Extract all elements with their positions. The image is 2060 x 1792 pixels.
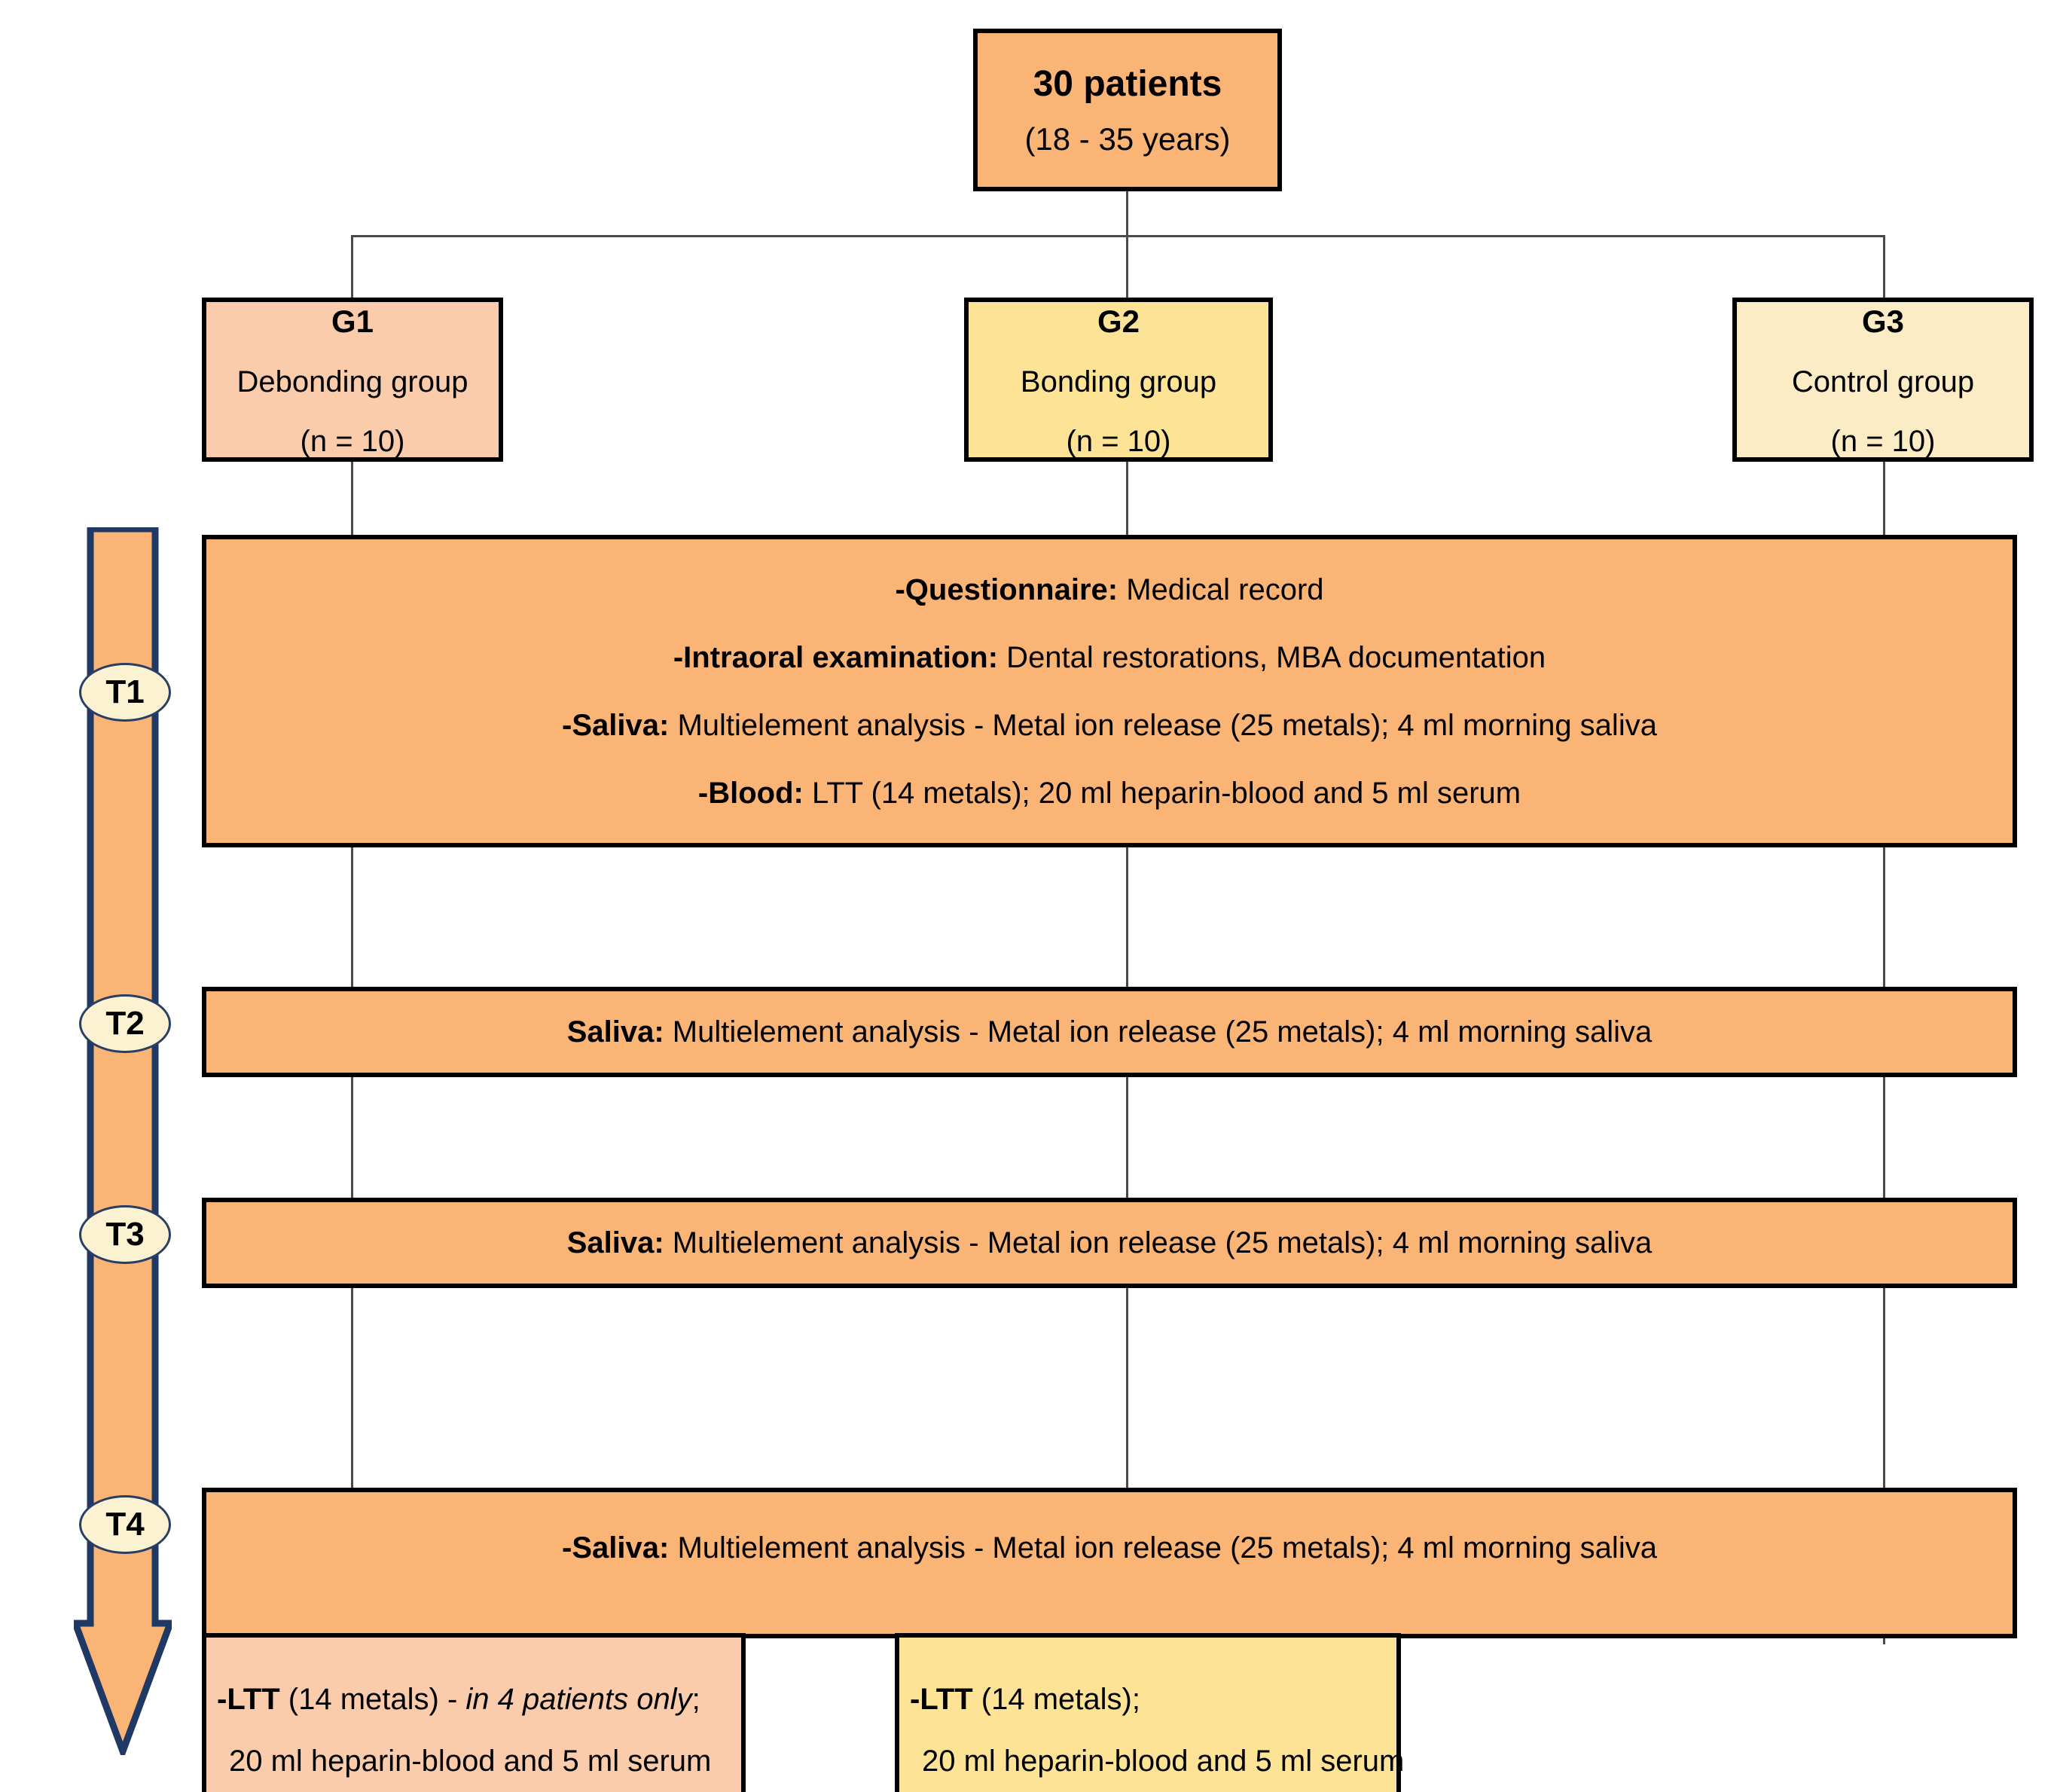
t1-intraoral-label: -Intraoral examination: bbox=[673, 640, 999, 674]
connector-to-g2 bbox=[1126, 235, 1128, 299]
timepoint-marker-t1: T1 bbox=[79, 663, 171, 722]
t3-saliva-text: Multielement analysis - Metal ion releas… bbox=[664, 1226, 1653, 1259]
t1-questionnaire-label: -Questionnaire: bbox=[895, 572, 1119, 606]
group-g3-label: G3 bbox=[1861, 304, 1905, 340]
t4-saliva-text: Multielement analysis - Metal ion releas… bbox=[669, 1531, 1657, 1565]
ltt-g2-metals: (14 metals); bbox=[972, 1683, 1140, 1716]
t1-intraoral-text: Dental restorations, MBA documentation bbox=[998, 640, 1546, 674]
connector-to-g1 bbox=[351, 235, 353, 299]
t1-blood-text: LTT (14 metals); 20 ml heparin-blood and… bbox=[803, 776, 1521, 810]
t3-saliva-label: Saliva: bbox=[566, 1226, 664, 1259]
ltt-g1-metals: (14 metals) - bbox=[279, 1683, 466, 1716]
t1-blood-label: -Blood: bbox=[697, 776, 804, 810]
ltt-g1-tail: ; bbox=[691, 1683, 700, 1716]
group-g1-n: (n = 10) bbox=[300, 424, 405, 458]
t2-saliva-text: Multielement analysis - Metal ion releas… bbox=[664, 1015, 1653, 1049]
timepoint-bar-t2: Saliva: Multielement analysis - Metal io… bbox=[202, 987, 2017, 1077]
t2-saliva-label: Saliva: bbox=[566, 1015, 664, 1049]
group-box-g1: G1 Debonding group (n = 10) bbox=[202, 298, 503, 462]
group-g1-name: Debonding group bbox=[237, 365, 468, 398]
group-g3-name: Control group bbox=[1791, 365, 1975, 398]
t1-saliva-label: -Saliva: bbox=[562, 708, 670, 742]
timepoint-bar-t3: Saliva: Multielement analysis - Metal io… bbox=[202, 1198, 2017, 1288]
patients-count: 30 patients bbox=[1033, 63, 1222, 104]
t1-line-intraoral: -Intraoral examination: Dental restorati… bbox=[673, 638, 1546, 677]
group-box-g3: G3 Control group (n = 10) bbox=[1732, 298, 2034, 462]
patients-box: 30 patients (18 - 35 years) bbox=[973, 29, 1282, 191]
ltt-box-g2: -LTT (14 metals); 20 ml heparin-blood an… bbox=[895, 1633, 1405, 1792]
timepoint-bar-t1: -Questionnaire: Medical record -Intraora… bbox=[202, 535, 2017, 847]
t1-line-blood: -Blood: LTT (14 metals); 20 ml heparin-b… bbox=[698, 774, 1521, 813]
t4-line-saliva: -Saliva: Multielement analysis - Metal i… bbox=[562, 1528, 1657, 1568]
connector-root-down bbox=[1126, 191, 1128, 237]
ltt-g1-label: -LTT bbox=[217, 1683, 280, 1716]
connector-horizontal-split bbox=[351, 235, 1885, 237]
ltt-g2-line2: 20 ml heparin-blood and 5 ml serum bbox=[922, 1745, 1405, 1778]
timepoint-marker-t2: T2 bbox=[79, 994, 171, 1053]
t4-saliva-label: -Saliva: bbox=[562, 1531, 670, 1565]
t2-line-saliva: Saliva: Multielement analysis - Metal io… bbox=[567, 1012, 1653, 1052]
group-g3-n: (n = 10) bbox=[1830, 424, 1936, 458]
t1-saliva-text: Multielement analysis - Metal ion releas… bbox=[669, 708, 1657, 742]
ltt-g1-line2: 20 ml heparin-blood and 5 ml serum bbox=[229, 1745, 712, 1778]
timepoint-marker-t3: T3 bbox=[79, 1205, 171, 1264]
ltt-box-g1: -LTT (14 metals) - in 4 patients only; 2… bbox=[202, 1633, 746, 1792]
ltt-g1-line1: -LTT (14 metals) - in 4 patients only; bbox=[217, 1680, 700, 1719]
timepoint-marker-t4: T4 bbox=[79, 1495, 171, 1554]
ltt-g2-label: -LTT bbox=[910, 1683, 973, 1716]
ltt-g1-note: in 4 patients only bbox=[465, 1683, 692, 1716]
ltt-g2-line1: -LTT (14 metals); bbox=[910, 1680, 1140, 1719]
group-box-g2: G2 Bonding group (n = 10) bbox=[964, 298, 1273, 462]
t1-questionnaire-text: Medical record bbox=[1118, 572, 1324, 606]
t1-line-questionnaire: -Questionnaire: Medical record bbox=[895, 570, 1323, 609]
patients-age-range: (18 - 35 years) bbox=[1024, 121, 1231, 157]
group-g2-label: G2 bbox=[1097, 304, 1140, 340]
group-g2-name: Bonding group bbox=[1020, 365, 1217, 398]
connector-to-g3 bbox=[1883, 235, 1885, 299]
t1-line-saliva: -Saliva: Multielement analysis - Metal i… bbox=[562, 706, 1657, 745]
group-g1-label: G1 bbox=[331, 304, 374, 340]
group-g2-n: (n = 10) bbox=[1066, 424, 1171, 458]
timepoint-bar-t4: -Saliva: Multielement analysis - Metal i… bbox=[202, 1488, 2017, 1638]
t3-line-saliva: Saliva: Multielement analysis - Metal io… bbox=[567, 1223, 1653, 1262]
